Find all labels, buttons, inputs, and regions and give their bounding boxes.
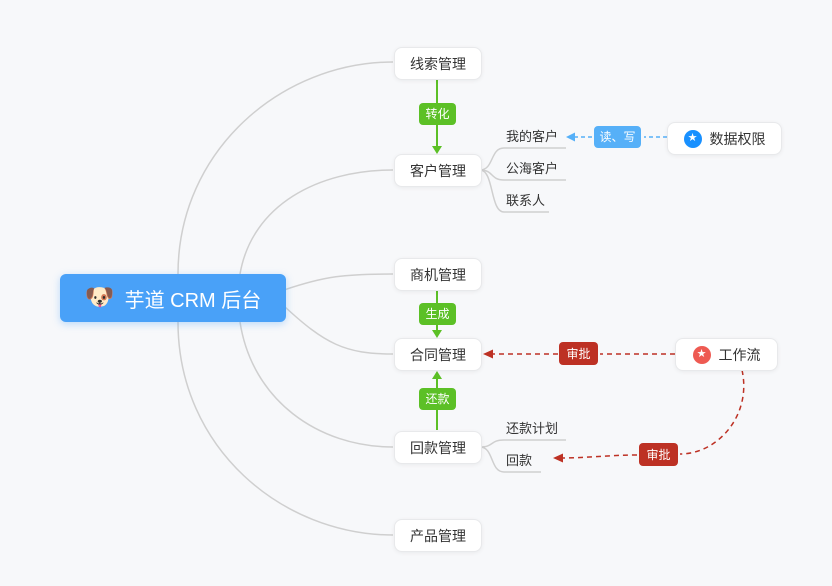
root-node: 🐶 芋道 CRM 后台 [60, 274, 286, 322]
node-customers-label: 客户管理 [410, 162, 466, 179]
edge-root-payments [239, 321, 394, 448]
leaf-public-customers: 公海客户 [506, 161, 559, 176]
node-payments: 回款管理 [394, 431, 482, 464]
edge-root-contracts [283, 305, 394, 355]
badge-approve-payment: 审批 [639, 443, 678, 466]
data-permission-star-icon: ★ [683, 129, 702, 148]
node-workflow: ★ 工作流 [675, 338, 778, 371]
arrowhead-read-write [566, 132, 575, 142]
node-opportunities: 商机管理 [394, 258, 482, 291]
edge-root-customers [239, 169, 394, 275]
arrowhead-generate [432, 330, 442, 338]
leaf-my-customers: 我的客户 [506, 129, 559, 144]
edge-root-products [177, 321, 394, 536]
node-opportunities-label: 商机管理 [410, 266, 466, 283]
node-leads-label: 线索管理 [410, 55, 466, 72]
edge-root-leads [177, 61, 394, 275]
arrowhead-approve-contract [483, 349, 493, 359]
badge-generate: 生成 [419, 303, 456, 325]
badge-approve-contract: 审批 [559, 342, 598, 365]
edge-customers-contacts [479, 169, 549, 213]
leaf-repayment-plan: 还款计划 [506, 421, 559, 436]
arrowhead-repay [432, 371, 442, 379]
node-products: 产品管理 [394, 519, 482, 552]
node-products-label: 产品管理 [410, 527, 466, 544]
badge-repay: 还款 [419, 388, 456, 410]
badge-read-write: 读、写 [594, 126, 641, 148]
edge-payments-repayment [479, 446, 541, 473]
leaf-repayment: 回款 [506, 453, 533, 468]
arrowhead-convert [432, 146, 442, 154]
dash-approve2-to-repayment [561, 454, 638, 459]
node-contracts: 合同管理 [394, 338, 482, 371]
node-data-permission: ★ 数据权限 [667, 122, 782, 155]
arrowhead-approve-payment [553, 453, 563, 463]
dog-icon: 🐶 [84, 284, 115, 311]
edge-customers-my [479, 147, 566, 171]
root-label: 芋道 CRM 后台 [124, 289, 262, 312]
node-customers: 客户管理 [394, 154, 482, 187]
dash-workflow-to-approve2 [679, 369, 745, 455]
node-workflow-label: 工作流 [718, 346, 761, 363]
badge-convert: 转化 [419, 103, 456, 125]
edge-root-opportunities [283, 273, 394, 291]
leaf-contacts: 联系人 [506, 193, 546, 208]
node-leads: 线索管理 [394, 47, 482, 80]
node-data-permission-label: 数据权限 [709, 130, 766, 147]
node-contracts-label: 合同管理 [410, 346, 466, 363]
workflow-star-icon: ★ [692, 345, 711, 364]
node-payments-label: 回款管理 [410, 439, 466, 456]
edge-payments-plan [479, 439, 566, 448]
